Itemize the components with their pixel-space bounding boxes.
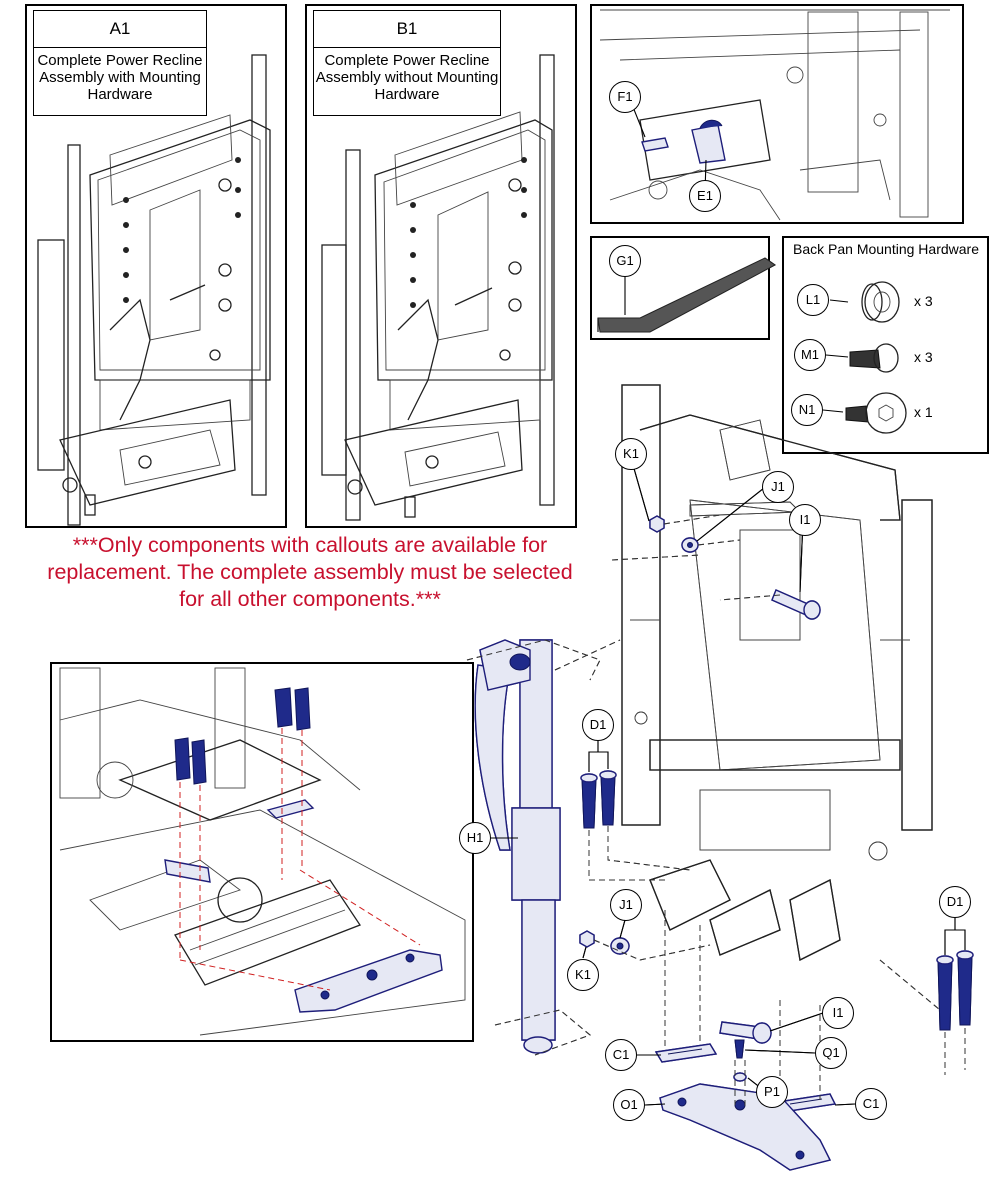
callout-k1-top: K1 <box>615 438 647 470</box>
assembly-b1-description: Complete Power Recline Assembly without … <box>315 52 499 103</box>
assembly-b1-code: B1 <box>314 11 500 48</box>
assembly-b1-title: B1 Complete Power Recline Assembly witho… <box>313 10 501 116</box>
callout-c1-right: C1 <box>855 1088 887 1120</box>
callout-i1-bottom: I1 <box>822 997 854 1029</box>
callout-l1: L1 <box>797 284 829 316</box>
callout-j1-bottom: J1 <box>610 889 642 921</box>
callout-j1-top: J1 <box>762 471 794 503</box>
detail-f1-e1-panel <box>590 4 964 224</box>
callout-f1: F1 <box>609 81 641 113</box>
callout-h1: H1 <box>459 822 491 854</box>
callout-p1: P1 <box>756 1076 788 1108</box>
callout-c1-left: C1 <box>605 1039 637 1071</box>
quantity-l1: x 3 <box>914 293 933 309</box>
callout-k1-bottom: K1 <box>567 959 599 991</box>
assembly-a1-description: Complete Power Recline Assembly with Mou… <box>37 52 203 103</box>
callout-o1: O1 <box>613 1089 645 1121</box>
assembly-a1-code: A1 <box>34 11 206 48</box>
callout-n1: N1 <box>791 394 823 426</box>
callout-g1: G1 <box>609 245 641 277</box>
callout-i1-top: I1 <box>789 504 821 536</box>
quantity-m1: x 3 <box>914 349 933 365</box>
assembly-a1-title: A1 Complete Power Recline Assembly with … <box>33 10 207 116</box>
quantity-n1: x 1 <box>914 404 933 420</box>
replacement-note: ***Only components with callouts are ava… <box>47 533 573 611</box>
callout-d1-right: D1 <box>939 886 971 918</box>
callout-m1: M1 <box>794 339 826 371</box>
mounting-inset-panel <box>50 662 474 1042</box>
callout-q1: Q1 <box>815 1037 847 1069</box>
callout-d1-left: D1 <box>582 709 614 741</box>
callout-e1: E1 <box>689 180 721 212</box>
back-pan-hardware-title: Back Pan Mounting Hardware <box>793 241 979 257</box>
